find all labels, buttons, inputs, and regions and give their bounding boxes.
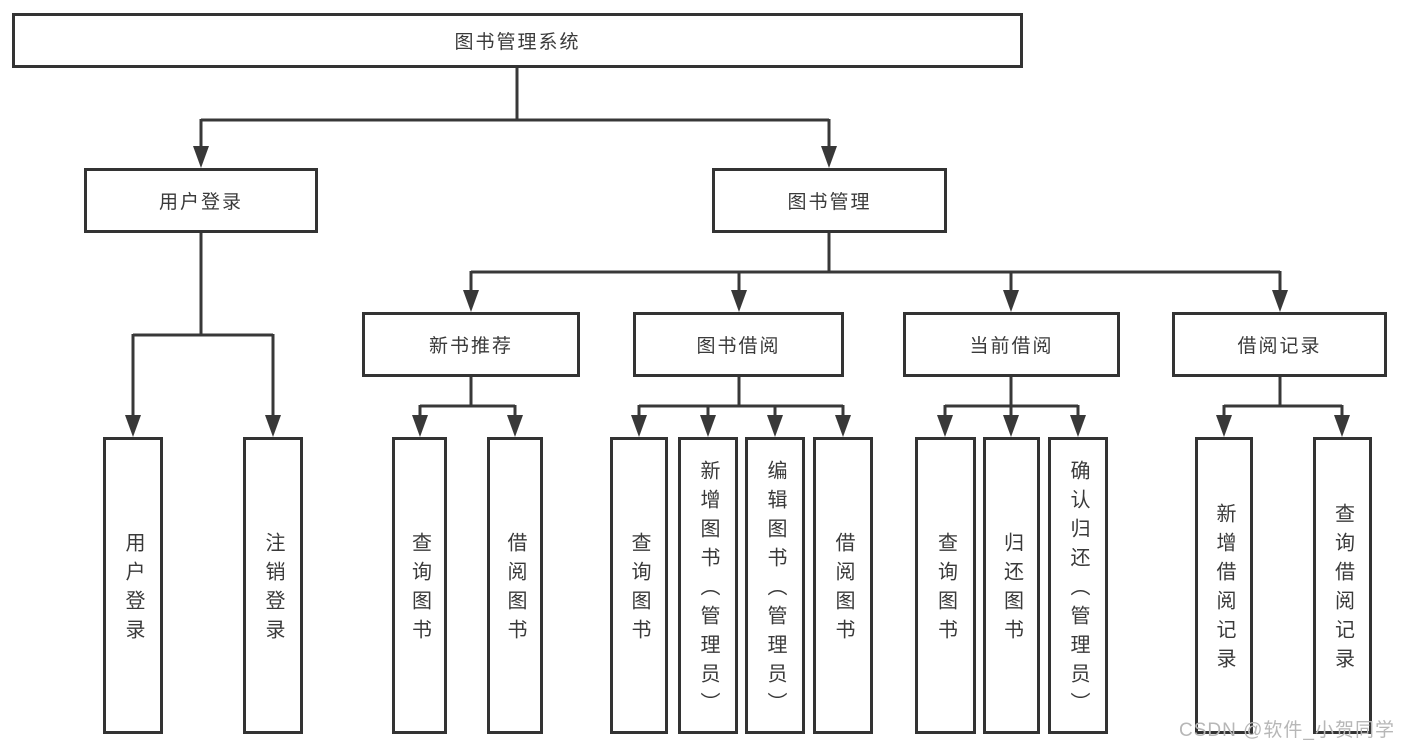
leaf-query-borrow-record-label: 查询借阅记录 bbox=[1331, 503, 1354, 677]
node-borrowing-records-label: 借阅记录 bbox=[1237, 336, 1322, 357]
leaf-logout-label: 注销登录 bbox=[262, 532, 284, 648]
arrowhead-icons bbox=[125, 146, 1350, 437]
leaf-current-query-books: 查询图书 bbox=[915, 437, 976, 734]
leaf-current-query-books-label: 查询图书 bbox=[934, 532, 957, 648]
node-user-login: 用户登录 bbox=[84, 168, 318, 233]
leaf-newbooks-query-books: 查询图书 bbox=[392, 437, 447, 734]
node-new-book-recommend-label: 新书推荐 bbox=[428, 336, 513, 357]
node-root-label: 图书管理系统 bbox=[454, 32, 581, 53]
leaf-edit-books-admin: 编辑图书（管理员） bbox=[745, 437, 805, 734]
leaf-user-login: 用户登录 bbox=[103, 437, 163, 734]
node-book-management: 图书管理 bbox=[712, 168, 947, 233]
leaf-borrowing-query-books: 查询图书 bbox=[610, 437, 668, 734]
leaf-borrowing-query-books-label: 查询图书 bbox=[628, 532, 650, 648]
leaf-newbooks-borrow-books: 借阅图书 bbox=[487, 437, 543, 734]
node-borrowing-records: 借阅记录 bbox=[1172, 312, 1387, 377]
leaf-add-borrow-record: 新增借阅记录 bbox=[1195, 437, 1253, 734]
leaf-query-borrow-record: 查询借阅记录 bbox=[1313, 437, 1372, 734]
leaf-confirm-return-admin-label: 确认归还（管理员） bbox=[1067, 459, 1089, 721]
leaf-return-books: 归还图书 bbox=[983, 437, 1040, 734]
leaf-add-books-admin-label: 新增图书（管理员） bbox=[697, 459, 719, 721]
leaf-newbooks-borrow-books-label: 借阅图书 bbox=[504, 532, 526, 648]
node-root-title: 图书管理系统 bbox=[12, 13, 1023, 68]
leaf-add-books-admin: 新增图书（管理员） bbox=[678, 437, 738, 734]
node-book-borrowing-label: 图书借阅 bbox=[696, 336, 781, 357]
leaf-confirm-return-admin: 确认归还（管理员） bbox=[1048, 437, 1108, 734]
node-user-login-label: 用户登录 bbox=[158, 192, 243, 213]
leaf-add-borrow-record-label: 新增借阅记录 bbox=[1213, 503, 1235, 677]
leaf-edit-books-admin-label: 编辑图书（管理员） bbox=[764, 459, 786, 721]
node-new-book-recommend: 新书推荐 bbox=[362, 312, 580, 377]
leaf-user-login-label: 用户登录 bbox=[122, 532, 144, 648]
node-book-borrowing: 图书借阅 bbox=[633, 312, 844, 377]
leaf-logout: 注销登录 bbox=[243, 437, 303, 734]
leaf-borrowing-borrow-books-label: 借阅图书 bbox=[832, 532, 854, 648]
leaf-borrowing-borrow-books: 借阅图书 bbox=[813, 437, 873, 734]
csdn-watermark: CSDN @软件_小贺同学 bbox=[1179, 720, 1395, 741]
node-current-borrowing-label: 当前借阅 bbox=[969, 336, 1054, 357]
node-book-management-label: 图书管理 bbox=[787, 192, 872, 213]
node-current-borrowing: 当前借阅 bbox=[903, 312, 1120, 377]
leaf-return-books-label: 归还图书 bbox=[1000, 532, 1023, 648]
leaf-newbooks-query-books-label: 查询图书 bbox=[408, 532, 431, 648]
